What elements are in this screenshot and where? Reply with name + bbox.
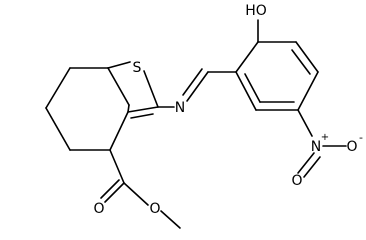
sulfur-label: S <box>133 60 142 76</box>
cyclohexane-ring <box>45 67 111 151</box>
nitro-nitrogen-label: N <box>311 139 321 155</box>
bond <box>182 68 203 96</box>
nitro-plus-label: + <box>321 132 329 143</box>
bond <box>127 104 130 113</box>
bond <box>303 156 321 178</box>
bond <box>295 41 319 73</box>
phenol-ring <box>235 41 319 111</box>
nitro-oxygen-label: O <box>291 173 302 189</box>
hydroxyl-label: HO <box>245 3 267 19</box>
bond <box>235 71 257 111</box>
bond <box>160 210 181 229</box>
bond <box>107 67 130 106</box>
bond <box>104 182 125 203</box>
bond <box>45 67 71 109</box>
bond <box>297 109 313 137</box>
imine-nitrogen-label: N <box>175 100 185 116</box>
bond <box>235 41 259 73</box>
bond <box>109 111 129 151</box>
bond <box>186 71 209 102</box>
bond <box>127 106 159 113</box>
imine-linker <box>157 68 237 108</box>
bond <box>109 149 125 184</box>
carbonyl-oxygen-label: O <box>93 201 104 217</box>
bond <box>100 179 120 199</box>
bond <box>143 70 159 108</box>
nitro-oxygen-anion-label: O <box>346 139 357 155</box>
bond <box>45 107 71 151</box>
bond <box>297 152 315 174</box>
substituent-bonds <box>257 19 347 178</box>
bond <box>291 49 311 75</box>
molecule-structure: HO S N N + O - O O O <box>45 3 363 229</box>
bond <box>123 182 149 206</box>
bond <box>107 61 131 69</box>
ester-oxygen-label: O <box>149 201 160 217</box>
thiophene-ring <box>107 61 159 151</box>
bond <box>297 71 319 111</box>
bond <box>130 113 154 119</box>
ester-group <box>100 149 181 229</box>
nitro-minus-label: - <box>359 131 363 144</box>
bond <box>244 73 261 103</box>
